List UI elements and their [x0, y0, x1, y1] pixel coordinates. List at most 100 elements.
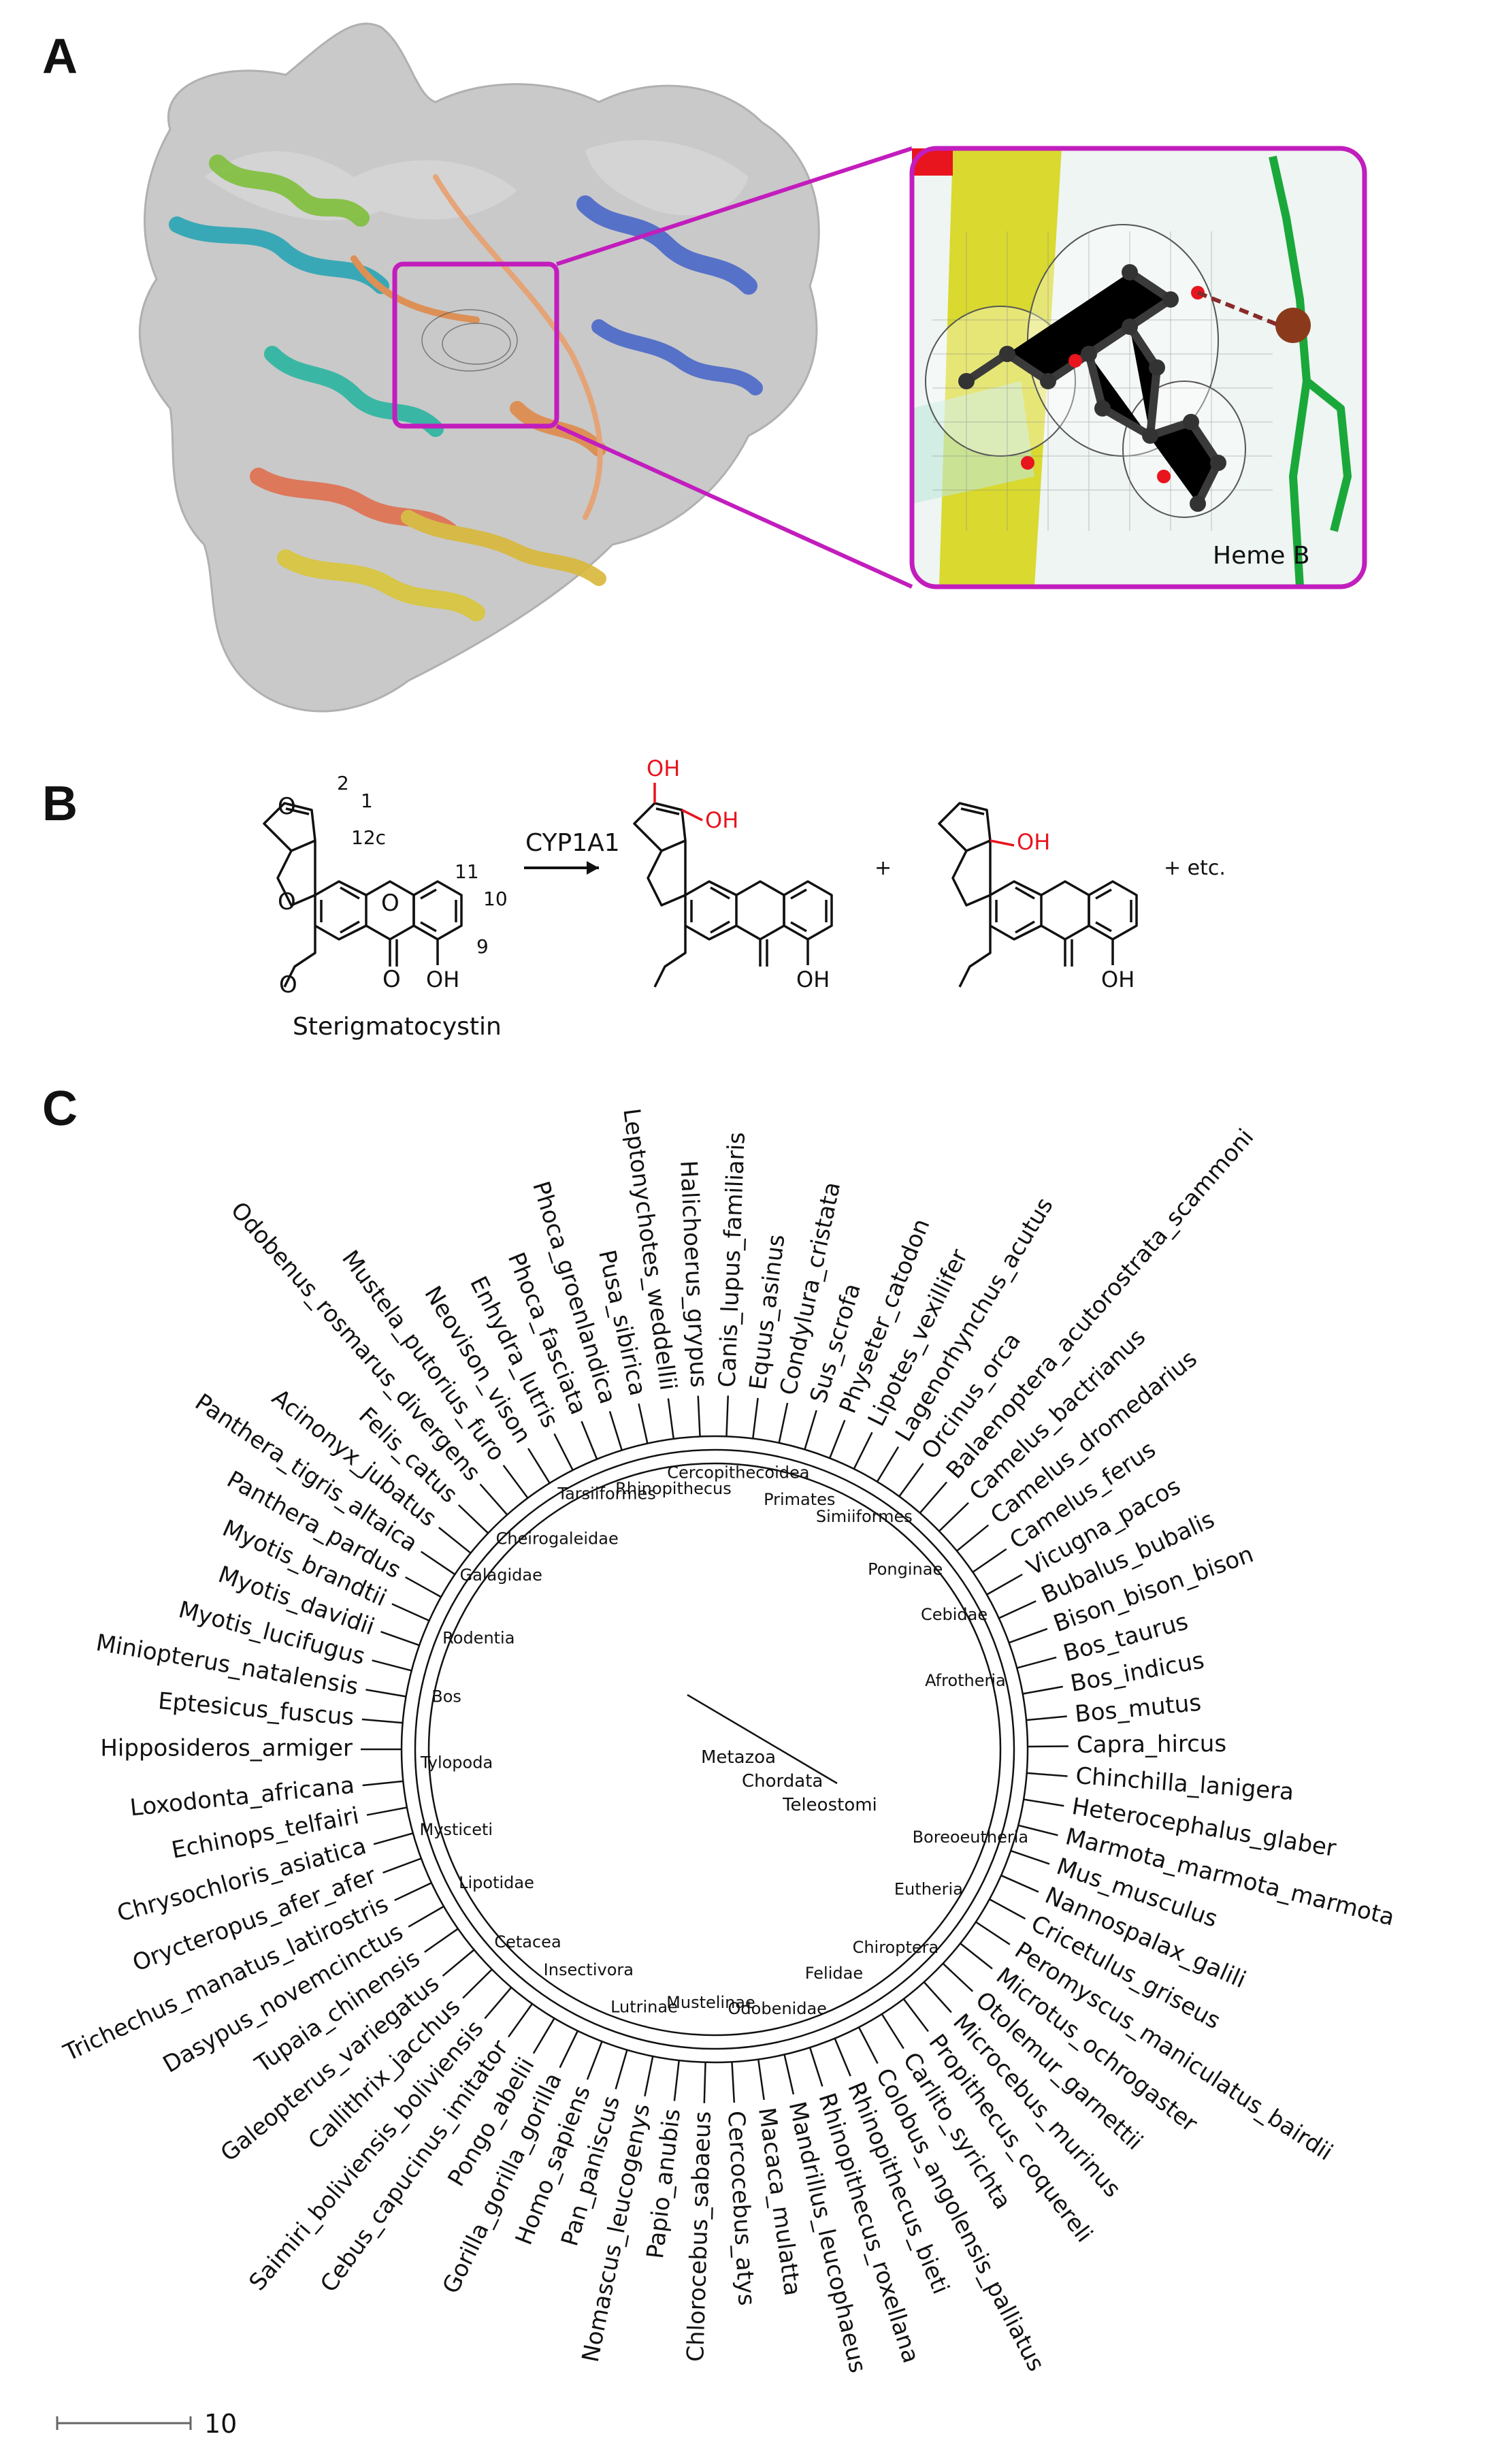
tip-branch — [532, 2017, 555, 2054]
tip-branch — [527, 1448, 551, 1484]
tip-branch — [408, 1905, 444, 1928]
tip-label: Capra_hircus — [1077, 1730, 1226, 1759]
product2-oh-bottom: OH — [1101, 967, 1135, 992]
tip-labels: Hipposideros_armigerEptesicus_fuscusMini… — [59, 1107, 1397, 2376]
inset-label-heme: Heme B — [1213, 542, 1310, 570]
tree-inner-ring — [427, 1462, 1002, 2037]
tip-branch — [457, 1504, 489, 1534]
tip-branch — [778, 1402, 789, 1444]
atom-number-2: 2 — [337, 772, 349, 794]
enzyme-label: CYP1A1 — [525, 829, 620, 857]
tip-label: Canis_lupus_familiaris — [714, 1131, 751, 1388]
tip-branch — [484, 1987, 512, 2020]
panel-label-c: C — [42, 1082, 78, 1136]
clade-label: Cetacea — [494, 1932, 561, 1951]
clade-label: Tylopoda — [420, 1753, 493, 1772]
clade-label: Eutheria — [894, 1879, 963, 1898]
clade-label: Cheirogaleidae — [496, 1529, 619, 1549]
tip-branch — [1000, 1875, 1039, 1893]
clade-label: Galagidae — [460, 1566, 542, 1585]
reaction-arrow-head — [587, 861, 599, 875]
atom-number-11: 11 — [455, 860, 479, 883]
atom-number-12c: 12c — [351, 826, 386, 849]
substrate-name: Sterigmatocystin — [293, 1013, 502, 1041]
clade-label: Primates — [764, 1490, 835, 1509]
tip-branch — [1022, 1685, 1063, 1695]
tip-branch — [508, 2003, 534, 2038]
zoom-connector-bottom — [555, 424, 913, 589]
tip-branch — [783, 2054, 795, 2095]
tip-branch — [975, 1921, 1011, 1945]
panel-label-a: A — [42, 29, 78, 84]
clade-label: Tarsiiformes — [557, 1485, 655, 1504]
tip-branch — [1009, 1627, 1048, 1644]
clade-label: Cebidae — [921, 1605, 988, 1624]
tree-mid-ring — [414, 1448, 1015, 2050]
tip-branch — [876, 1446, 900, 1482]
tip-branch — [1027, 1745, 1068, 1748]
clade-label: Odobenidae — [728, 1999, 827, 2018]
atom-o-3: O — [381, 890, 399, 917]
clade-label: Simiiformes — [816, 1507, 913, 1526]
tip-branch — [1010, 1849, 1050, 1865]
tip-branch — [638, 1403, 649, 1444]
ribbon-helices — [169, 155, 763, 621]
phylogeny-tree — [361, 1395, 1068, 2103]
tip-branch — [420, 1551, 456, 1576]
clade-label: Lipotidae — [459, 1873, 534, 1892]
clade-label: Rhinopithecus — [615, 1479, 732, 1498]
tip-branch — [1026, 1715, 1067, 1721]
tip-branch — [373, 1832, 414, 1845]
product-hydroxy-structure — [938, 802, 1138, 988]
atom-number-10: 10 — [483, 888, 508, 910]
ligand-mesh-small — [421, 309, 518, 372]
tip-branch — [394, 1882, 432, 1902]
tip-branch — [881, 2013, 904, 2049]
clade-label: Rodentia — [442, 1628, 515, 1647]
root-branch — [687, 1693, 838, 1785]
atom-o-4: O — [382, 966, 401, 993]
tip-branch — [804, 1410, 817, 1450]
atom-number-1: 1 — [361, 790, 373, 812]
clade-label: Mysticeti — [420, 1820, 493, 1839]
tip-branch — [553, 1433, 574, 1471]
product1-oh-bottom: OH — [796, 967, 830, 992]
tip-branch — [942, 1962, 974, 1992]
tip-branch — [438, 1527, 472, 1554]
panel-label-b: B — [42, 777, 78, 831]
atom-o-5: O — [279, 971, 297, 999]
tip-branch — [372, 1659, 412, 1672]
clade-label: Felidae — [805, 1964, 863, 1983]
panel-c-phylogeny: MetazoaChordataTeleostomiBoreoeutheriaEu… — [56, 1107, 1397, 2439]
tip-branch — [902, 1998, 929, 2032]
clade-label: Chiroptera — [853, 1938, 939, 1957]
clade-label: Chordata — [742, 1771, 823, 1792]
zoom-inset — [909, 146, 1367, 589]
tip-branch — [424, 1928, 459, 1953]
tip-branch — [703, 2062, 706, 2103]
atom-o-2: O — [278, 888, 296, 915]
tip-branch — [1026, 1772, 1068, 1777]
tip-branch — [586, 2041, 603, 2080]
tip-label: Bos_mutus — [1074, 1689, 1203, 1728]
tip-branch — [615, 2049, 628, 2090]
tip-branch — [362, 1780, 404, 1787]
tip-branch — [697, 1395, 701, 1437]
substrate-oh: OH — [426, 967, 459, 992]
tip-branch — [853, 1431, 873, 1470]
clade-label: Bos — [431, 1687, 461, 1706]
tip-branch — [989, 1898, 1026, 1920]
tip-branch — [644, 2056, 654, 2097]
product1-oh-right: OH — [705, 807, 738, 833]
tip-branch — [442, 1949, 475, 1977]
tip-branch — [667, 1398, 674, 1440]
tip-label: Cercocebus_atys — [722, 2110, 760, 2307]
tip-branch — [731, 2062, 736, 2103]
tip-branch — [673, 2060, 680, 2101]
tip-branch — [757, 2059, 765, 2101]
product1-oh-top: OH — [647, 756, 680, 781]
tip-branch — [998, 1600, 1037, 1619]
tip-label: Halichoerus_grypus — [674, 1160, 713, 1389]
atom-number-9: 9 — [476, 935, 489, 958]
product-diol-structure — [633, 783, 833, 988]
